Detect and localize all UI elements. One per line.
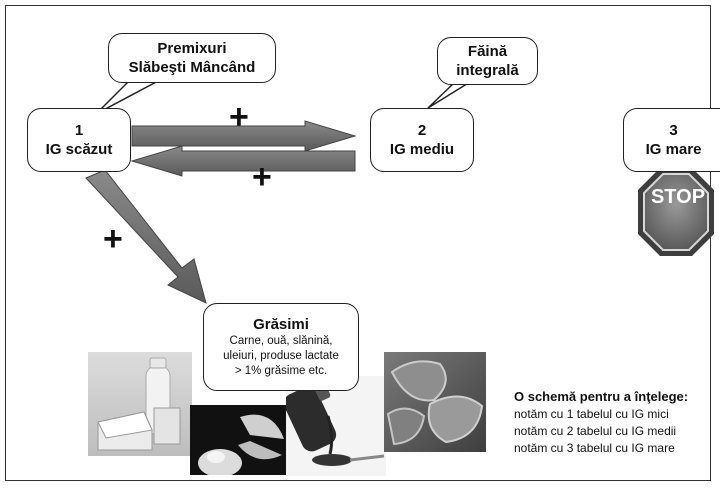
dairy-photo	[88, 352, 192, 456]
premixuri-line-2: Slăbeşti Mâncând	[128, 59, 256, 76]
eggs-illustration	[198, 414, 284, 475]
dairy-illustration	[97, 357, 181, 451]
level-1-box: 1 IG scăzut	[27, 108, 131, 172]
faina-line-1: Făină	[467, 43, 508, 60]
premixuri-line-1: Premixuri	[157, 40, 227, 57]
legend-item-1: notăm cu 1 tabelul cu IG mici	[514, 407, 669, 421]
grasimi-title: Grăsimi	[253, 316, 309, 333]
meat-photo	[384, 352, 486, 452]
legend: O schemă pentru a înţelege: notăm cu 1 t…	[514, 388, 688, 457]
arrow-1-to-grasimi	[85, 169, 207, 304]
faina-line-2: integrală	[456, 62, 519, 79]
oil-illustration	[286, 381, 385, 466]
grasimi-line-2: uleiuri, produse lactate	[223, 350, 339, 362]
diagram-frame	[5, 5, 711, 481]
level-3-number: 3	[669, 122, 678, 139]
premixuri-note: Premixuri Slăbeşti Mâncând	[108, 33, 276, 83]
arrow-2-to-1	[130, 145, 356, 177]
eggs-photo	[190, 405, 286, 475]
plus-sign-bottom: +	[252, 158, 272, 196]
level-1-number: 1	[74, 122, 84, 139]
stop-sign-label: STOP	[650, 186, 706, 208]
plus-sign-top: +	[229, 98, 249, 136]
level-1-label: IG scăzut	[45, 141, 113, 158]
faina-note: Făină integrală	[437, 37, 538, 85]
grasimi-line-1: Carne, ouă, slănină,	[229, 335, 333, 347]
level-2-label: IG mediu	[389, 141, 455, 158]
level-3-label: IG mare	[645, 141, 702, 158]
grasimi-box: Grăsimi Carne, ouă, slănină, uleiuri, pr…	[203, 303, 359, 391]
level-2-box: 2 IG mediu	[370, 108, 474, 172]
faina-callout-pointer	[427, 81, 473, 109]
arrow-1-to-2	[131, 120, 357, 152]
legend-title: O schemă pentru a înţelege:	[514, 389, 689, 404]
oil-photo	[286, 376, 386, 476]
plus-sign-diagonal: +	[103, 220, 123, 258]
legend-item-3: notăm cu 3 tabelul cu IG mare	[514, 441, 675, 455]
stop-sign-face	[643, 173, 709, 251]
legend-item-2: notăm cu 2 tabelul cu IG medii	[514, 424, 677, 438]
level-3-box: 3 IG mare	[623, 108, 720, 172]
grasimi-line-3: > 1% grăsime etc.	[234, 365, 328, 377]
level-2-number: 2	[417, 122, 427, 139]
meat-illustration	[386, 360, 484, 446]
